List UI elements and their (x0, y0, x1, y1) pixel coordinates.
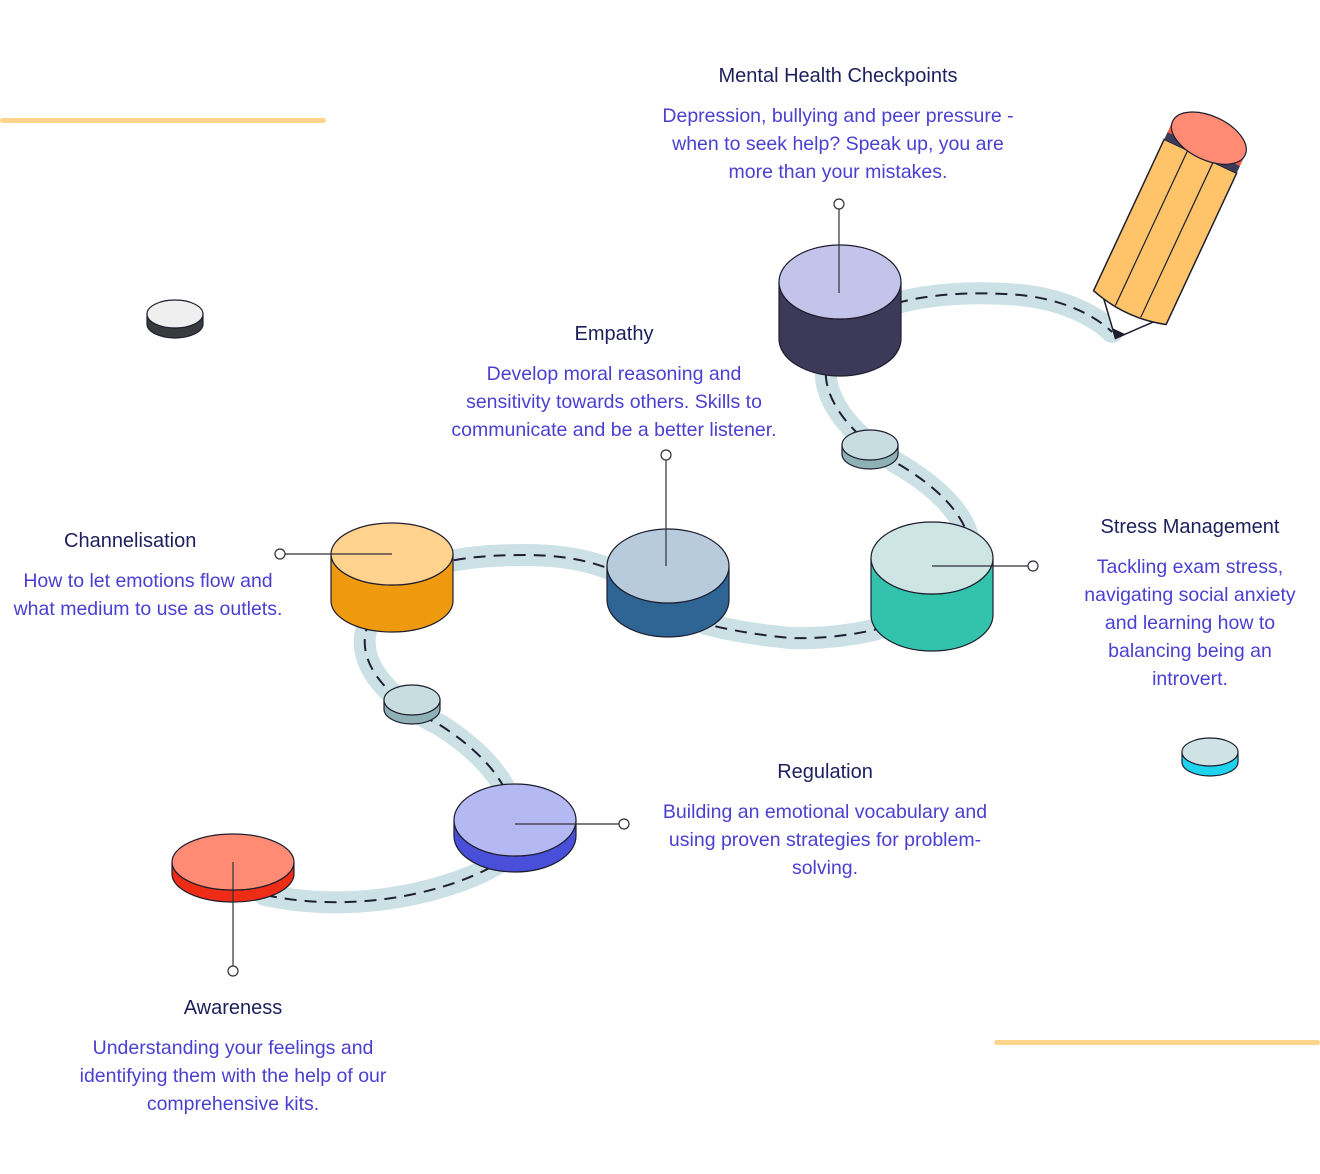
pencil-body (1092, 138, 1238, 326)
accent-line-top-left (0, 118, 326, 123)
mental-health-description: Depression, bullying and peer pressure -… (662, 105, 1014, 183)
leader-lines (227, 198, 1039, 977)
mental-health-leader-dot (833, 198, 845, 210)
stress-description: Tackling exam stress, navigating social … (1084, 556, 1296, 690)
disc-top (870, 521, 994, 595)
mental-health-milestone-disc (778, 244, 902, 377)
mental-health-title: Mental Health Checkpoints (718, 65, 958, 87)
channelisation-label: Channelisation How to let emotions flow … (0, 530, 296, 623)
disc-top (146, 299, 204, 329)
disc-top (841, 429, 899, 461)
disc-top (606, 528, 730, 604)
disc-top (453, 783, 577, 857)
disc-top (1181, 737, 1239, 767)
empathy-label: Empathy Develop moral reasoning and sens… (440, 323, 788, 444)
pebble-road-upper (841, 429, 899, 470)
empathy-description: Develop moral reasoning and sensitivity … (451, 363, 777, 441)
regulation-label: Regulation Building an emotional vocabul… (630, 761, 1020, 882)
awareness-label: Awareness Understanding your feelings an… (46, 997, 420, 1118)
pebble-white (146, 299, 204, 339)
pebble-road-lower (383, 684, 441, 725)
channelisation-milestone-disc (330, 522, 454, 633)
channelisation-leader-dot (274, 548, 286, 560)
regulation-leader-dot (618, 818, 630, 830)
pencil-icon (1092, 111, 1247, 340)
awareness-title: Awareness (183, 997, 283, 1019)
regulation-title: Regulation (777, 761, 873, 783)
empathy-title: Empathy (574, 323, 654, 345)
regulation-milestone-disc (453, 783, 577, 873)
stress-label: Stress Management Tackling exam stress, … (1065, 516, 1315, 693)
pencil-lead (1112, 328, 1126, 339)
disc-top (778, 244, 902, 320)
empathy-leader-dot (660, 449, 672, 461)
stress-management-milestone-disc (870, 521, 994, 652)
pencil-eraser-top (1170, 111, 1247, 165)
stress-leader-dot (1027, 560, 1039, 572)
awareness-description: Understanding your feelings and identify… (79, 1037, 387, 1115)
regulation-description: Building an emotional vocabulary and usi… (662, 801, 988, 879)
disc-top (383, 684, 441, 716)
pebble-cyan (1181, 737, 1239, 777)
channelisation-description: How to let emotions flow and what medium… (13, 570, 283, 620)
stress-title: Stress Management (1100, 516, 1280, 538)
mental-health-label: Mental Health Checkpoints Depression, bu… (638, 65, 1038, 186)
channelisation-title: Channelisation (64, 530, 197, 552)
accent-line-bottom-right (994, 1040, 1320, 1045)
awareness-leader-dot (227, 965, 239, 977)
empathy-milestone-disc (606, 528, 730, 638)
